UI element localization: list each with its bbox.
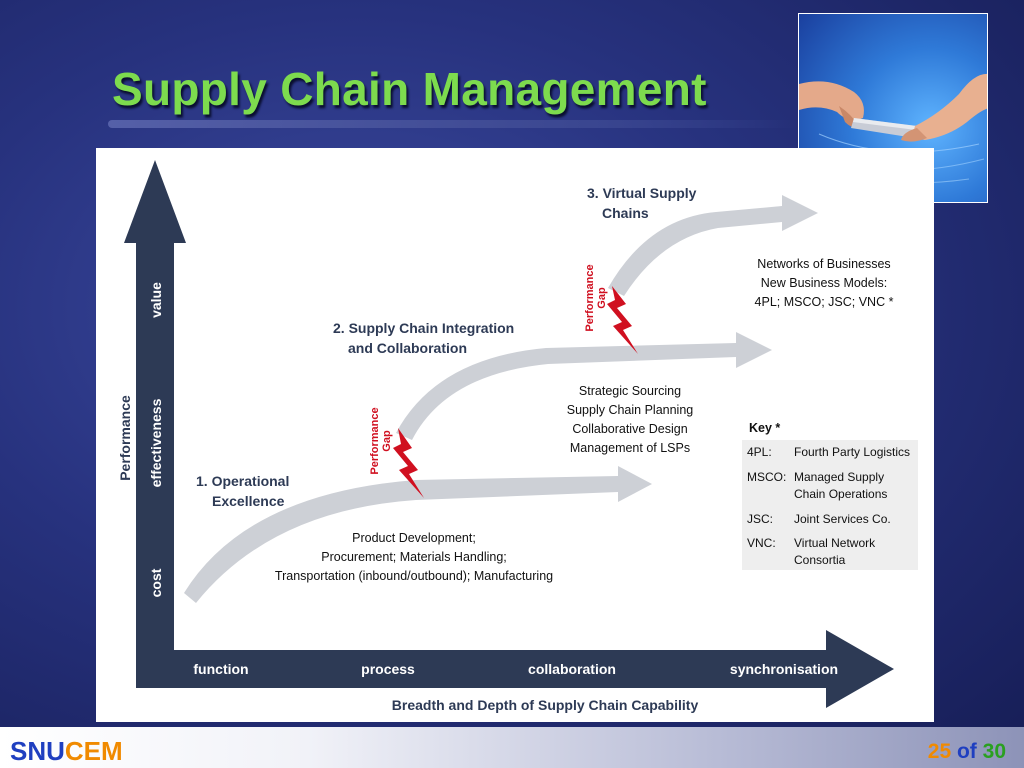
brand-snu: SNU bbox=[10, 736, 65, 766]
performance-gap-bolt-1 bbox=[393, 428, 424, 498]
brand-cem: CEM bbox=[64, 736, 123, 766]
footer-bar bbox=[0, 727, 1024, 768]
curve-operational-excellence bbox=[184, 466, 652, 603]
supply-chain-diagram: Performance cost effectiveness value fun… bbox=[96, 148, 934, 722]
page-current: 25 bbox=[927, 740, 952, 763]
page-indicator: 25 of 30 bbox=[928, 740, 1006, 764]
x-axis-arrow bbox=[136, 630, 894, 708]
footer-brand-logo: SNUCEM bbox=[10, 736, 123, 767]
key-table-bg bbox=[742, 440, 918, 570]
curve-integration-collaboration bbox=[396, 332, 772, 440]
page-of: of bbox=[956, 740, 977, 763]
slide-title: Supply Chain Management bbox=[112, 63, 707, 115]
title-underline bbox=[108, 120, 798, 128]
performance-gap-bolt-2 bbox=[607, 286, 638, 354]
curve-virtual-supply-chains bbox=[608, 195, 818, 296]
page-total: 30 bbox=[982, 740, 1006, 763]
y-axis-arrow bbox=[124, 160, 186, 688]
